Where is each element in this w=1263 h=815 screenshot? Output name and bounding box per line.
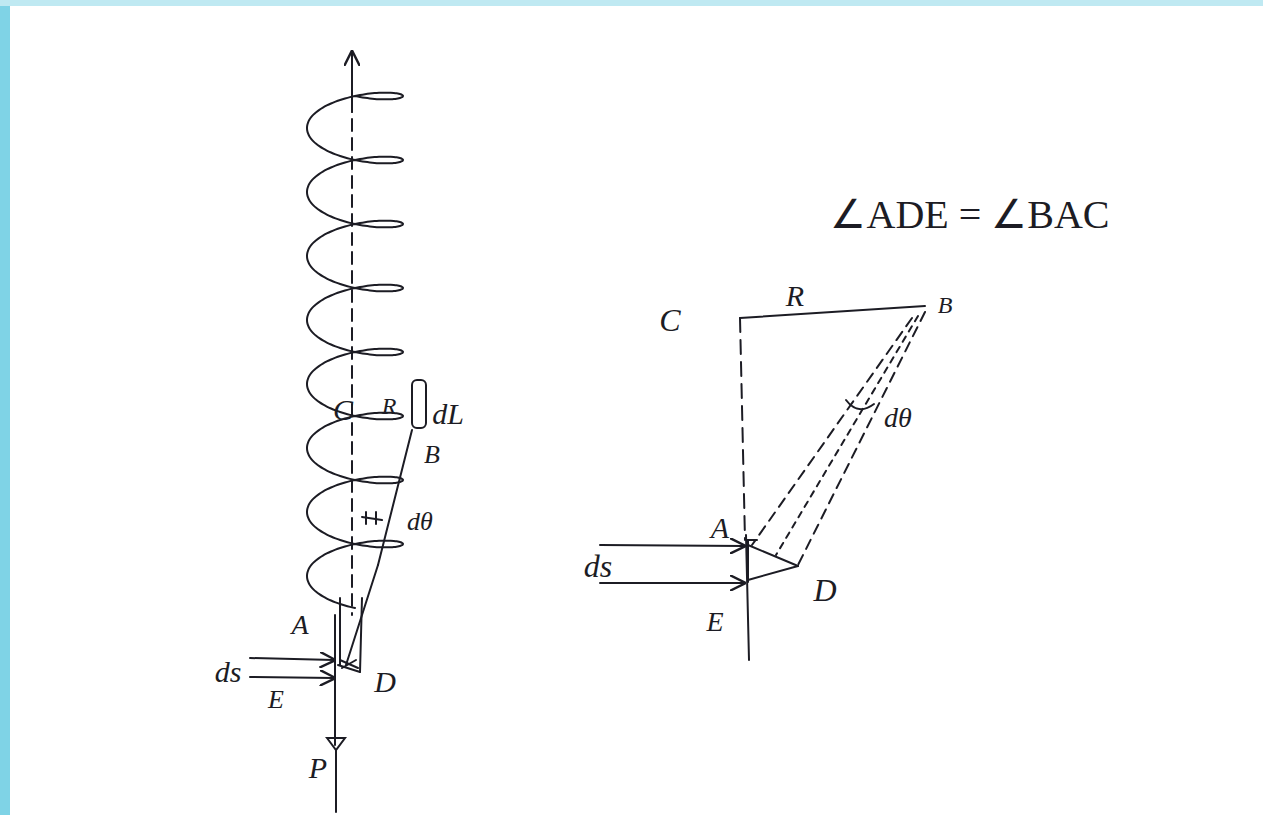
- element-bracket: [748, 540, 757, 582]
- angle-mark: [365, 512, 367, 524]
- ray-line: [776, 316, 918, 555]
- ds-arrow: [250, 658, 334, 660]
- element-line: [748, 566, 798, 580]
- element-line: [360, 598, 362, 672]
- element-hatch: [340, 660, 358, 668]
- point-label: C: [333, 395, 353, 425]
- element-line: [339, 598, 341, 665]
- point-label: B: [938, 293, 953, 317]
- point-label: C: [659, 304, 680, 336]
- angle-equation: ∠ADE = ∠BAC: [830, 195, 1109, 235]
- ds-arrow: [600, 582, 744, 584]
- radius-line: [740, 306, 925, 318]
- point-label: D: [813, 574, 836, 606]
- point-label: dθ: [407, 509, 433, 535]
- point-label: A: [291, 611, 308, 639]
- ray-line: [752, 318, 912, 545]
- point-label: ds: [215, 657, 242, 687]
- edge-strip: [0, 0, 1263, 6]
- point-label: R: [382, 394, 397, 418]
- element-line: [748, 545, 798, 566]
- point-label: B: [424, 442, 440, 468]
- axis-line: [351, 100, 353, 615]
- ds-arrow: [600, 545, 744, 546]
- axis-line: [740, 318, 745, 540]
- point-label: dθ: [884, 404, 912, 432]
- point-label: E: [268, 687, 284, 713]
- point-label: E: [706, 608, 723, 636]
- ray-line: [378, 430, 412, 565]
- point-label: P: [309, 753, 327, 783]
- axis-line: [335, 750, 337, 812]
- point-label: ds: [584, 550, 612, 582]
- point-label: R: [786, 281, 804, 311]
- axis-line: [334, 615, 336, 745]
- ds-arrow: [250, 677, 334, 678]
- edge-strip: [0, 0, 10, 815]
- axis-arrow: [351, 52, 353, 112]
- axis-arrow: [327, 738, 345, 750]
- point-label: D: [374, 667, 396, 697]
- current-element: [412, 380, 426, 428]
- point-label: dL: [432, 399, 464, 429]
- angle-mark: [375, 512, 377, 524]
- solenoid-coil: [307, 93, 403, 608]
- point-label: A: [711, 513, 729, 543]
- ray-line: [798, 312, 925, 565]
- angle-arc: [846, 400, 874, 409]
